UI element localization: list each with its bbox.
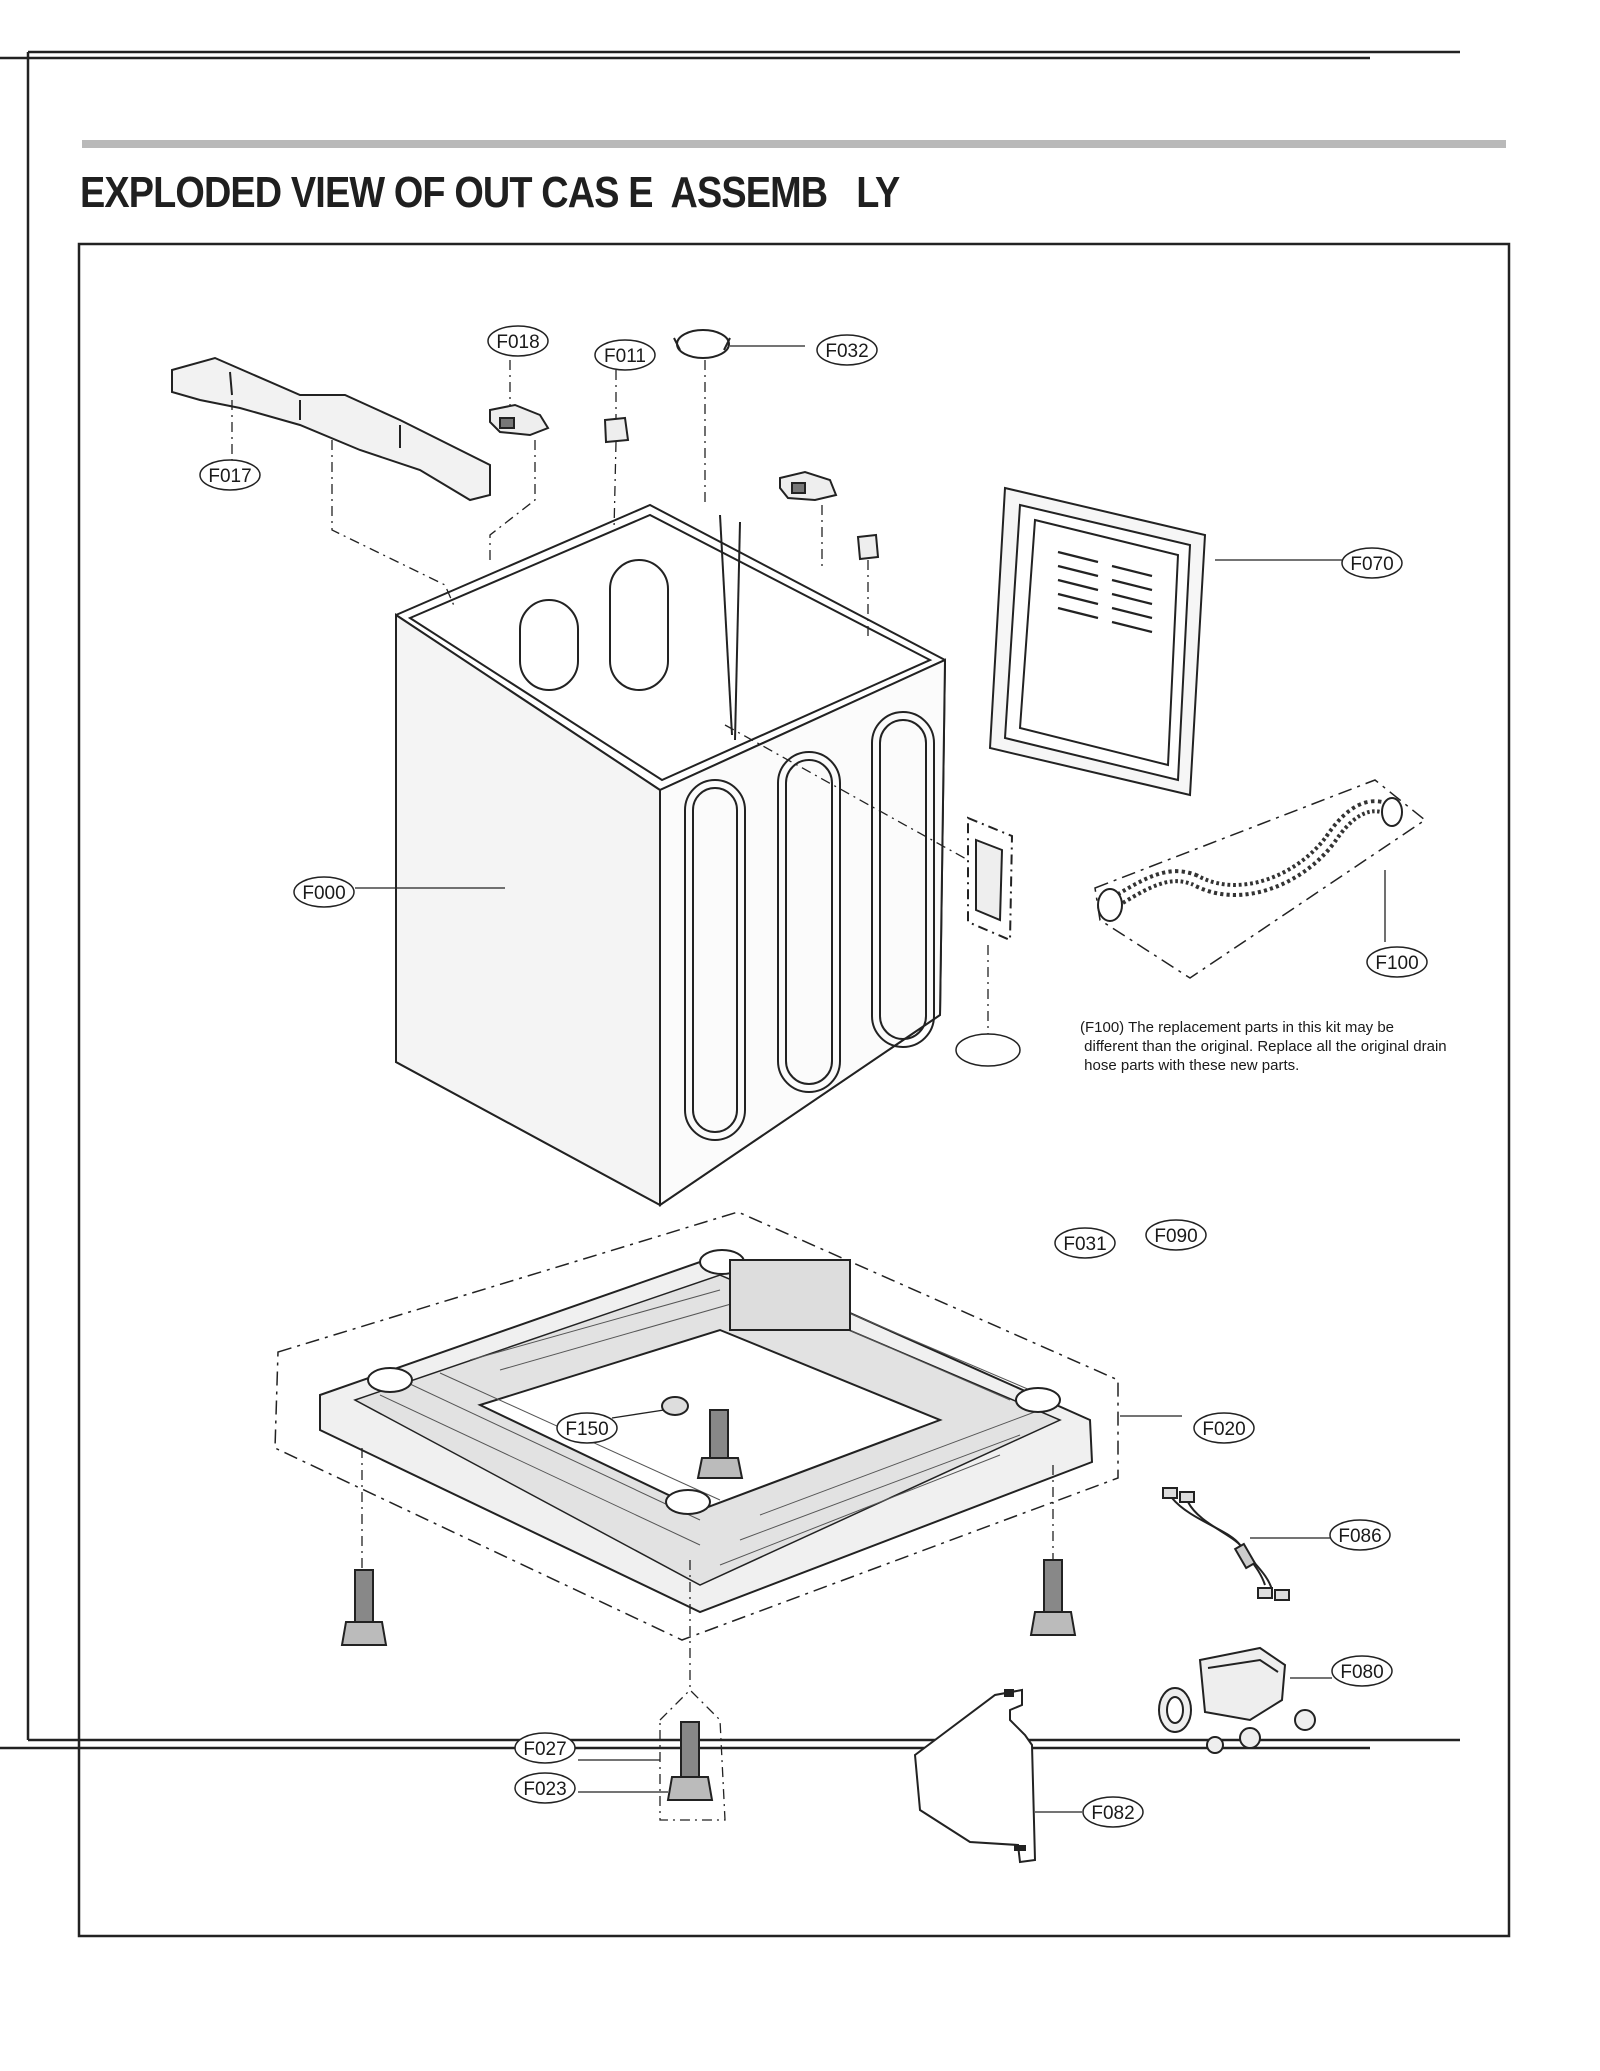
leg-front-f027	[659, 1560, 726, 1821]
note-line-3: hose parts with these new parts.	[1080, 1057, 1300, 1074]
label-f032-text: F032	[825, 341, 868, 362]
diagram-border	[77, 242, 1511, 1938]
side-cover	[955, 816, 1021, 1067]
leaders-f018	[489, 360, 536, 560]
clamp-f032	[673, 329, 731, 359]
label-f080-text: F080	[1340, 1662, 1383, 1683]
note-line-2: different than the original. Replace all…	[1080, 1038, 1447, 1055]
center-bolt	[696, 1409, 744, 1479]
label-f082-text: F082	[1091, 1803, 1134, 1824]
clip-right	[779, 470, 880, 561]
header-rule	[82, 140, 1506, 148]
label-f082: F082	[1082, 1796, 1144, 1828]
label-f080: F080	[1331, 1655, 1393, 1687]
label-f018-text: F018	[496, 332, 539, 353]
bracket-f082	[913, 1688, 1037, 1864]
leader-f150	[611, 1409, 665, 1419]
label-f032: F032	[816, 334, 878, 366]
label-f017-text: F017	[208, 466, 251, 487]
panel-f070	[988, 486, 1207, 797]
label-f090-text: F090	[1154, 1226, 1197, 1247]
label-f070: F070	[1341, 547, 1403, 579]
pump-f080	[1158, 1646, 1316, 1754]
bracket-f017	[171, 356, 491, 502]
page-title: EXPLODED VIEW OF OUT CAS E ASSEMB LY	[80, 168, 900, 217]
leader-side-cover	[724, 724, 969, 861]
label-f027-text: F027	[523, 1739, 566, 1760]
leg-left	[340, 1448, 388, 1646]
label-f031: F031	[1054, 1227, 1116, 1259]
label-f150: F150	[556, 1412, 618, 1444]
label-f011-text: F011	[604, 346, 646, 367]
drain-hose-f100	[1094, 779, 1427, 979]
leaders-f011	[613, 370, 617, 531]
label-f086-text: F086	[1338, 1526, 1381, 1547]
cabinet-f000	[395, 503, 947, 1207]
label-f150-text: F150	[565, 1419, 608, 1440]
label-f018: F018	[487, 325, 549, 357]
label-f070-text: F070	[1350, 554, 1393, 575]
label-f000-text: F000	[302, 883, 345, 904]
base-frame-f020	[274, 1211, 1119, 1641]
label-f017: F017	[199, 459, 261, 491]
label-f090: F090	[1145, 1219, 1207, 1251]
label-f031-text: F031	[1063, 1234, 1106, 1255]
label-f023-text: F023	[523, 1779, 566, 1800]
note-line-1: (F100) The replacement parts in this kit…	[1080, 1019, 1395, 1036]
replacement-note: (F100) The replacement parts in this kit…	[1080, 1018, 1520, 1075]
label-f086: F086	[1329, 1519, 1391, 1551]
label-f011: F011	[594, 339, 656, 371]
leaders-right	[821, 505, 869, 640]
label-f020: F020	[1193, 1412, 1255, 1444]
label-f020-text: F020	[1202, 1419, 1245, 1440]
leg-right	[1029, 1465, 1077, 1636]
label-f000: F000	[293, 876, 355, 908]
leaders-f017	[231, 400, 456, 609]
label-f023: F023	[514, 1772, 576, 1804]
cap-f011	[603, 416, 630, 444]
label-f027: F027	[514, 1732, 576, 1764]
label-f100-text: F100	[1375, 953, 1418, 974]
clip-f018	[489, 403, 550, 437]
label-f100: F100	[1366, 946, 1428, 978]
harness-f086	[1162, 1487, 1290, 1601]
screw-f150	[661, 1396, 689, 1416]
